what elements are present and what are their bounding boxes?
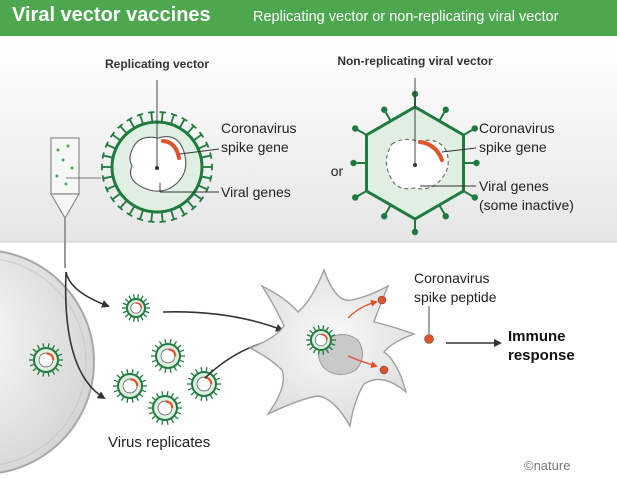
injection-arrow-lower [64,271,106,400]
non-replicating-vector-heading: Non-replicating viral vector [337,54,493,68]
or-label: or [331,163,344,179]
nonrep-viral-genes-label-2: (some inactive) [479,197,574,213]
replicating-vector-labels [155,80,220,193]
replicating-vector-heading: Replicating vector [105,57,209,71]
nature-credit: ©nature [524,458,570,473]
rep-spike-label-1: Coronavirus [221,120,296,136]
header-banner: Viral vector vaccines Replicating vector… [0,0,617,36]
antigen-presenting-cell [248,268,417,429]
top-panel-background [0,36,617,242]
nonrep-spike-label-2: spike gene [479,139,547,155]
non-replicating-vector-labels [413,78,477,187]
figure-title: Viral vector vaccines [12,4,211,26]
spike-peptides [347,295,434,375]
internalized-virus [306,325,336,355]
immune-response-label-1: Immune [508,328,566,345]
figure-subtitle: Replicating vector or non-replicating vi… [253,9,559,25]
peptide-label-2: spike peptide [414,289,497,305]
non-replicating-vector-virus [350,90,480,236]
syringe [49,137,101,268]
virus-to-cell-arrow-upper [162,311,284,332]
nonrep-spike-label-1: Coronavirus [479,120,554,136]
virus-replicates-label: Virus replicates [108,434,210,451]
virus-particles [29,294,221,425]
nonrep-viral-genes-label-1: Viral genes [479,178,549,194]
immune-response-label-2: response [508,347,575,364]
rep-viral-genes-label: Viral genes [221,184,291,200]
rep-spike-label-2: spike gene [221,139,289,155]
injection-arrow-upper [65,271,110,308]
peptide-label-1: Coronavirus [414,270,489,286]
